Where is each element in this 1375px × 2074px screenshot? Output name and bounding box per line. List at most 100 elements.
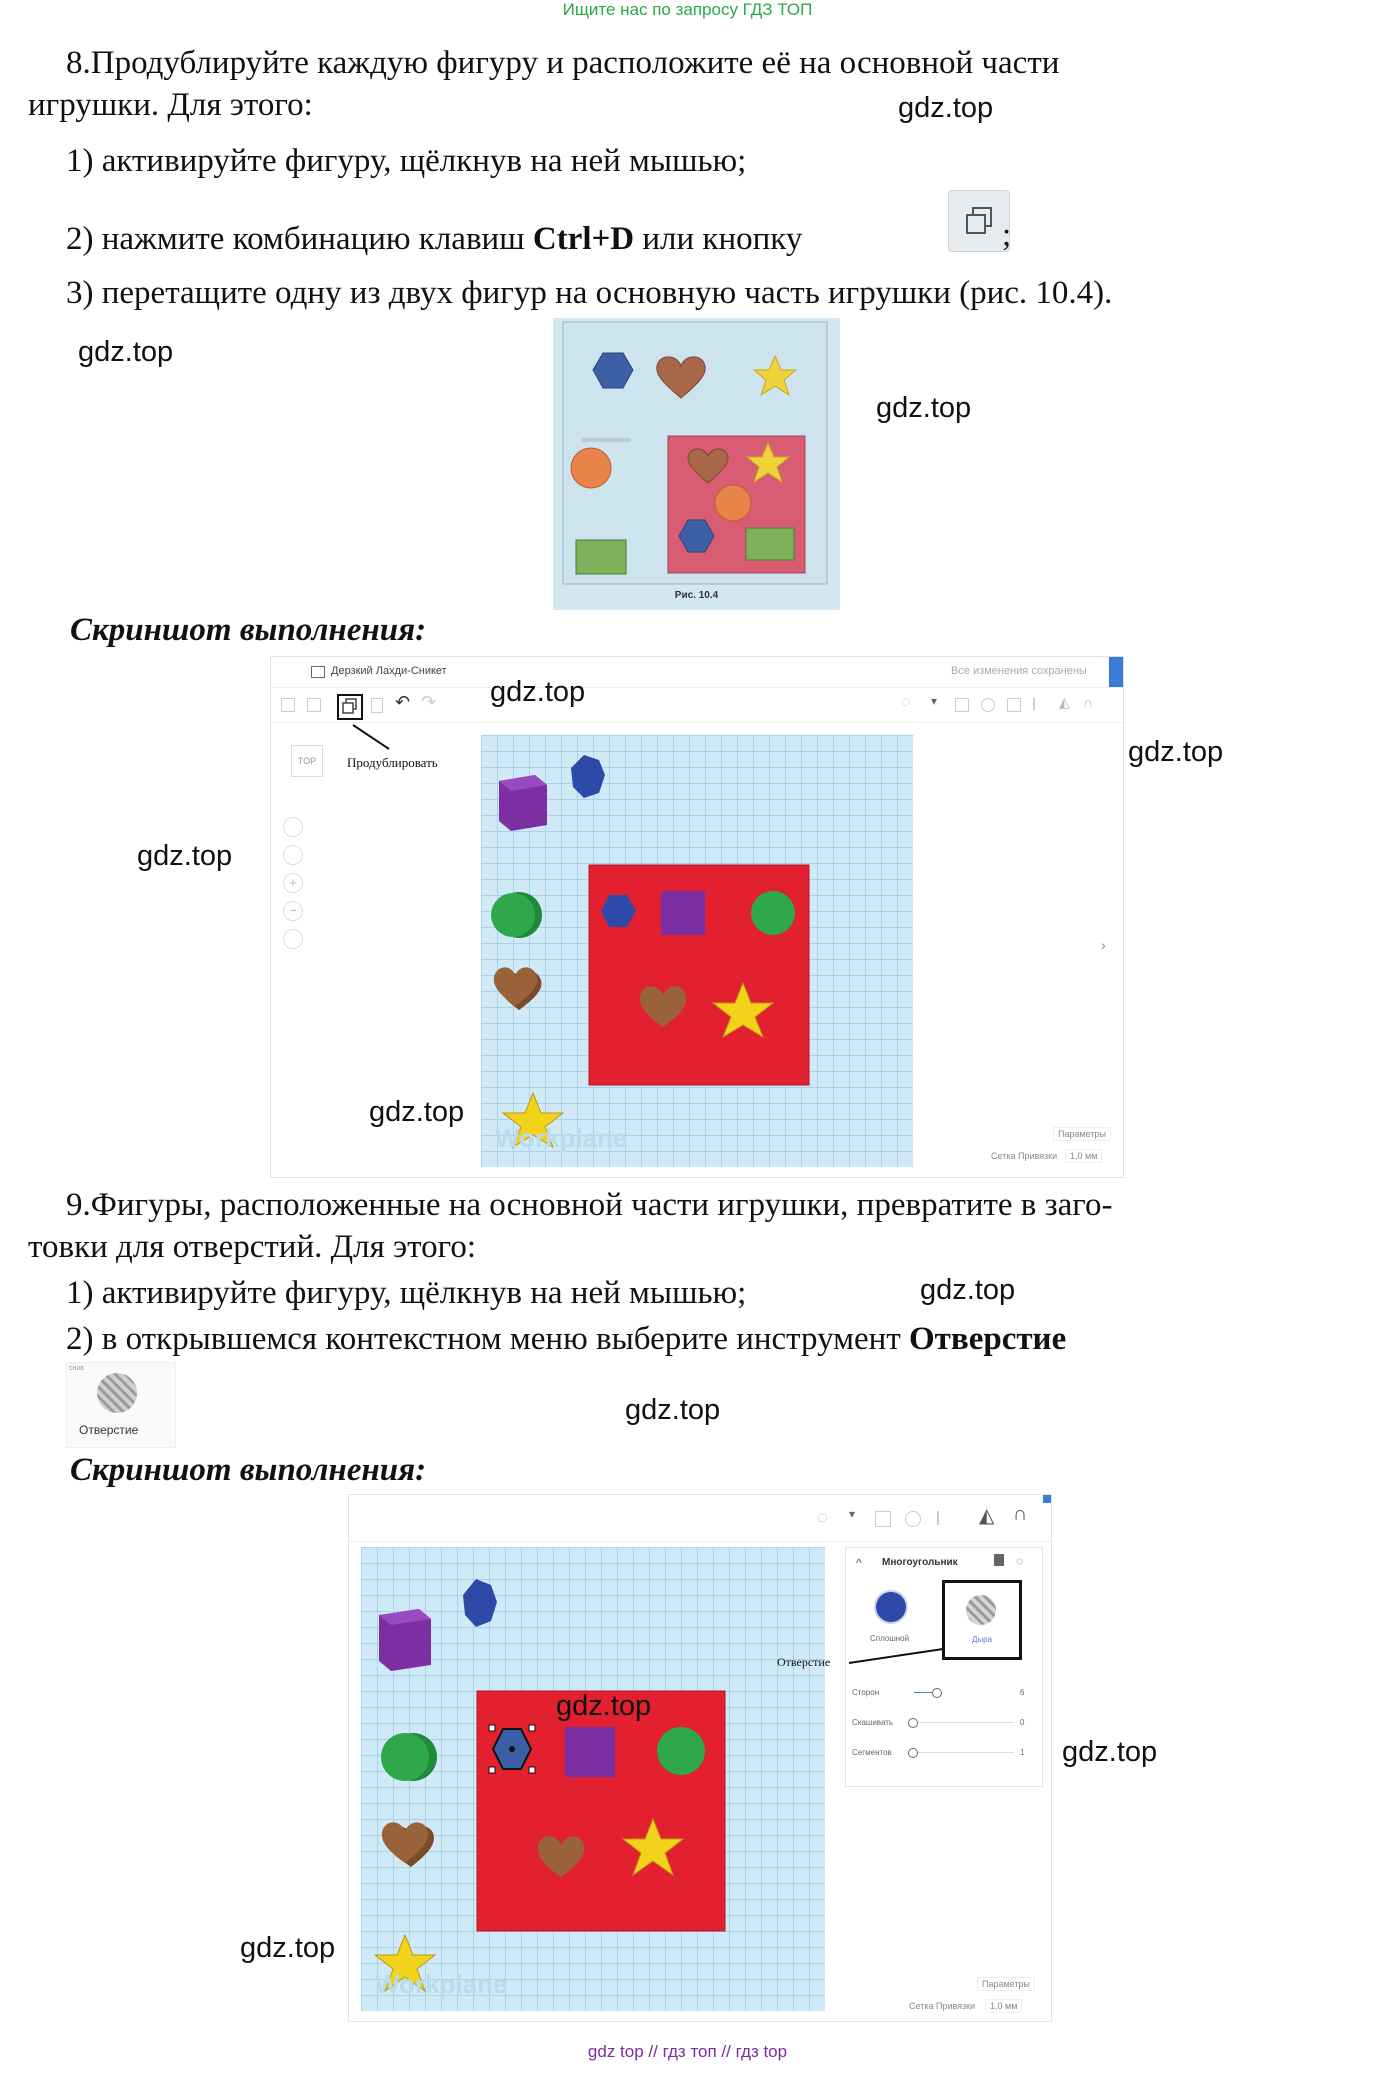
step8-item2: 2) нажмите комбинацию клавиш Ctrl+D или … xyxy=(66,218,802,260)
paste-icon[interactable] xyxy=(307,698,321,712)
align-icon[interactable] xyxy=(1033,698,1047,710)
watermark: gdz.top xyxy=(876,392,972,424)
group-icon[interactable] xyxy=(905,1511,921,1527)
params-button[interactable]: Параметры xyxy=(977,1977,1035,1991)
watermark: gdz.top xyxy=(1128,736,1224,768)
redo-icon[interactable]: ↷ xyxy=(421,692,437,712)
hole-pattern-icon xyxy=(966,1595,996,1625)
mirror-icon[interactable]: ◭ xyxy=(1059,694,1070,710)
figure-10-4: Рис. 10.4 xyxy=(553,318,840,610)
hole-tool-name: Отверстие xyxy=(909,1321,1067,1357)
lock-icon[interactable] xyxy=(994,1554,1004,1566)
duplicate-icon xyxy=(342,698,357,714)
figure-caption: Рис. 10.4 xyxy=(674,590,719,601)
zoom-in-icon[interactable]: + xyxy=(283,873,303,893)
project-title[interactable]: Дерзкий Лахди-Сникет xyxy=(331,665,447,677)
fit-view-icon[interactable] xyxy=(283,845,303,865)
hole-pattern-icon xyxy=(97,1373,137,1413)
step8-line1: 8.Продублируйте каждую фигуру и располож… xyxy=(66,45,1060,81)
inspector-title: Многоугольник xyxy=(882,1557,958,1568)
copy-icon[interactable] xyxy=(281,698,295,712)
workplane-label: Workplane xyxy=(375,1969,508,1999)
workplane-2[interactable]: Workplane xyxy=(361,1547,825,2011)
callout-line xyxy=(352,724,390,750)
prop-bevel-label: Скашивать xyxy=(852,1718,894,1727)
collapse-icon[interactable]: ^ xyxy=(856,1556,862,1570)
list-icon[interactable] xyxy=(311,666,325,678)
screenshot-heading-2: Скриншот выполнения: xyxy=(70,1452,427,1488)
snap-grid-label: Сетка Привязки xyxy=(991,1151,1058,1161)
tinkercad-logo[interactable]: T xyxy=(273,659,303,686)
prop-segments-value: 1 xyxy=(1020,1748,1025,1757)
ungroup-icon[interactable] xyxy=(1007,698,1021,712)
group-icon[interactable] xyxy=(981,698,995,712)
light-bulb-icon[interactable]: ◌ xyxy=(817,1507,828,1527)
prop-segments-label: Сегментов xyxy=(852,1748,892,1757)
hole-label: Дыра xyxy=(972,1635,993,1644)
toolbar: ↶ ↷ ◌ ▾ ◭ ∩ xyxy=(271,688,1123,723)
prop-bevel-value: 0 xyxy=(1020,1718,1025,1727)
workplane[interactable]: Workplane xyxy=(481,735,913,1167)
duplicate-icon xyxy=(948,190,1010,252)
step9-item2-text: 2) в открывшемся контекстном меню выбери… xyxy=(66,1321,909,1357)
zoom-out-icon[interactable]: − xyxy=(283,901,303,921)
tinkercad-screenshot-1: T Дерзкий Лахди-Сникет Все изменения сох… xyxy=(270,656,1124,1178)
duplicate-button[interactable] xyxy=(337,694,363,720)
step8-item2-end: ; xyxy=(1002,217,1012,253)
segments-slider-knob[interactable] xyxy=(908,1748,918,1758)
perspective-icon[interactable] xyxy=(283,929,303,949)
step9-line1: 9.Фигуры, расположенные на основной част… xyxy=(66,1187,1113,1223)
trash-icon[interactable] xyxy=(371,698,383,713)
duplicate-callout: Продублировать xyxy=(347,755,438,770)
grid-view-icon[interactable] xyxy=(1109,657,1123,687)
undo-icon[interactable]: ↶ xyxy=(395,692,411,712)
light-bulb-icon[interactable]: ◌ xyxy=(901,694,911,711)
hole-button-small-label: снов xyxy=(69,1365,84,1372)
watermark: gdz.top xyxy=(78,336,174,368)
bulb-icon[interactable]: ◌ xyxy=(1016,1554,1024,1568)
mirror-icon[interactable]: ◭ xyxy=(979,1505,995,1527)
hole-option[interactable]: Дыра xyxy=(942,1580,1022,1660)
ctrl-d-keys: Ctrl+D xyxy=(532,221,635,257)
watermark: gdz.top xyxy=(920,1274,1016,1306)
prop-sides-value: 6 xyxy=(1020,1688,1025,1697)
step8-item2-text-b: или кнопку xyxy=(634,221,803,257)
step8-item2-text-a: 2) нажмите комбинацию клавиш xyxy=(66,221,533,257)
step8-line2: игрушки. Для этого: xyxy=(28,87,313,123)
hole-button-label: Отверстие xyxy=(79,1423,139,1437)
snap-grid-select[interactable]: 1,0 мм xyxy=(1065,1149,1103,1163)
hole-button-image: снов Отверстие xyxy=(66,1362,176,1448)
solid-circle-icon xyxy=(876,1592,906,1622)
step8-item1: 1) активируйте фигуру, щёлкнув на ней мы… xyxy=(66,143,747,179)
view-cube[interactable]: TOP xyxy=(291,745,323,777)
workplane-shapes xyxy=(491,755,810,1149)
bevel-slider-knob[interactable] xyxy=(908,1718,918,1728)
shape-inspector: ^ Многоугольник ◌ Сплошной Дыра Сторон 6… xyxy=(845,1547,1043,1787)
segments-slider-track xyxy=(918,1752,1014,1753)
home-view-icon[interactable] xyxy=(283,817,303,837)
sides-slider-knob[interactable] xyxy=(932,1688,942,1698)
duplicate-button-inline xyxy=(948,190,1010,252)
step9-line2: товки для отверстий. Для этого: xyxy=(28,1229,477,1265)
magnet-icon[interactable]: ∩ xyxy=(1083,694,1094,710)
corner-marker xyxy=(1043,1495,1051,1503)
sides-slider-fill xyxy=(914,1692,934,1693)
watermark: gdz.top xyxy=(556,1690,652,1722)
chevron-down-icon[interactable]: ▾ xyxy=(849,1507,856,1521)
watermark: gdz.top xyxy=(490,676,586,708)
params-button[interactable]: Параметры xyxy=(1053,1127,1111,1141)
app-header: T Дерзкий Лахди-Сникет Все изменения сох… xyxy=(271,657,1123,688)
shape-icon[interactable] xyxy=(875,1511,891,1527)
snap-grid-select[interactable]: 1,0 мм xyxy=(985,1999,1023,2013)
saved-status: Все изменения сохранены xyxy=(951,665,1087,677)
shape-icon[interactable] xyxy=(955,698,969,712)
chevron-down-icon[interactable]: ▾ xyxy=(931,694,938,708)
magnet-icon[interactable]: ∩ xyxy=(1013,1503,1028,1525)
solid-option[interactable]: Сплошной xyxy=(852,1586,930,1656)
align-icon[interactable] xyxy=(937,1511,953,1525)
logo-letter: T xyxy=(275,660,280,666)
prop-sides-label: Сторон xyxy=(852,1688,880,1697)
chevron-right-icon[interactable]: › xyxy=(1101,937,1106,953)
top-note: Ищите нас по запросу ГДЗ ТОП xyxy=(562,0,813,19)
watermark: gdz.top xyxy=(137,840,233,872)
